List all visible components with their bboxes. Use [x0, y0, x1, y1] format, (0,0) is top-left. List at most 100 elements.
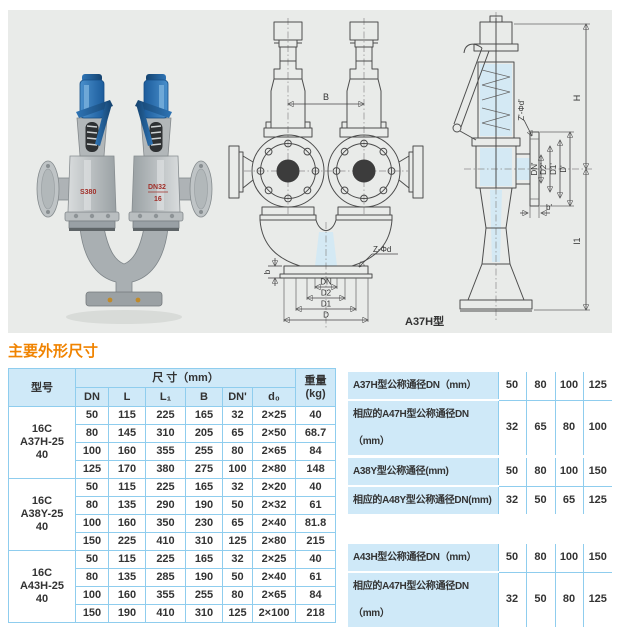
dim-cell: 2×100: [251, 604, 297, 623]
dim-cell: 170: [108, 460, 146, 479]
dn-row-label: 相应的A48Y型公称通径DN(mm): [348, 486, 498, 514]
dn-value: 32: [497, 486, 526, 514]
dim-cell: 125: [222, 604, 253, 623]
dim-cell: 100: [75, 586, 109, 605]
weight-cell: 84: [295, 442, 337, 461]
dn-value: 100: [554, 372, 583, 401]
table-subheader-row: DN L L₁ B DN' d₀: [9, 387, 336, 407]
dim-cell: 255: [185, 586, 223, 605]
table-row: 150 190 410 310 125 2×100 218: [9, 604, 337, 623]
table-row: 相应的A47H型公称通径DN（mm） 32 50 80 125: [348, 572, 612, 627]
dim-cell: 255: [185, 442, 223, 461]
dn-value: 80: [554, 572, 583, 627]
dim-cell: 50: [75, 478, 109, 497]
weight-cell: 61: [295, 568, 337, 587]
dn-value: 150: [582, 458, 612, 487]
dim-cell: 165: [185, 550, 223, 569]
weight-cell: 84: [295, 586, 337, 605]
dn-row-label: A37H型公称通径DN（mm）: [348, 372, 498, 401]
valve-marking-left: S380: [80, 189, 96, 196]
table-row: 相应的A48Y型公称通径DN(mm) 32 50 65 125: [348, 486, 612, 514]
dim-cell: 65: [222, 514, 253, 533]
dn-value: 80: [525, 372, 555, 401]
dim-cell: 225: [145, 406, 186, 425]
dim-cell: 190: [185, 496, 223, 515]
valve-photo: S380 DN32 16: [36, 73, 213, 324]
col-header-weight-line1: 重量: [304, 374, 327, 387]
dn-row-label: 相应的A47H型公称通径DN（mm）: [348, 400, 498, 455]
y-body: [79, 227, 169, 295]
dim-cell: 32: [222, 406, 253, 425]
valve-marking-right-dn: DN32: [148, 184, 166, 191]
dn-table-a38y-a48y: A38Y型公称通径(mm) 50 80 100 150 相应的A48Y型公称通径…: [348, 458, 612, 514]
dim-cell: 80: [222, 442, 253, 461]
dim-cell: 285: [145, 568, 186, 587]
dn-table-a43h-a47h: A43H型公称通径DN（mm） 50 80 100 150 相应的A47H型公称…: [348, 544, 612, 627]
dim-cell: 32: [222, 478, 253, 497]
dn-row-label: A38Y型公称通径(mm): [348, 458, 498, 487]
dim-cell: 2×25: [251, 406, 297, 425]
dim-cell: 410: [145, 604, 186, 623]
dim-label-Z-phi-d: Z-Φd: [373, 245, 391, 254]
dn-value: 100: [582, 400, 612, 455]
dn-value: 80: [525, 458, 555, 487]
dim-cell: 80: [75, 424, 109, 443]
dim-cell: 100: [222, 460, 253, 479]
dim-cell: 165: [185, 478, 223, 497]
table-row: A38Y型公称通径(mm) 50 80 100 150: [348, 458, 612, 487]
valve-marking-right-pn: 16: [154, 196, 162, 203]
dim-cell: 2×65: [251, 586, 297, 605]
dim-cell: 205: [185, 424, 223, 443]
dim-label-D1-prime: D1': [549, 163, 558, 175]
dim-cell: 2×65: [251, 442, 297, 461]
dim-label-b: b: [263, 269, 272, 274]
col-header-l: L: [108, 387, 146, 407]
dim-cell: 115: [108, 550, 146, 569]
col-header-weight-line2: (kg): [305, 387, 326, 400]
dim-label-H: H: [572, 95, 582, 102]
dim-cell: 115: [108, 478, 146, 497]
col-header-dn: DN: [75, 387, 109, 407]
dn-value: 65: [525, 400, 555, 455]
left-valve: [64, 73, 120, 232]
table-row: 100 160 350 230 65 2×40 81.8: [9, 514, 337, 533]
table-row: 80 135 285 190 50 2×40 61: [9, 568, 337, 587]
dim-cell: 135: [108, 496, 146, 515]
weight-cell: 81.8: [295, 514, 337, 533]
base-flange: [85, 291, 163, 307]
weight-cell: 40: [295, 550, 337, 569]
col-header-weight: 重量 (kg): [295, 368, 337, 407]
dim-cell: 80: [222, 586, 253, 605]
col-header-d0: d₀: [251, 387, 297, 407]
dim-cell: 135: [108, 568, 146, 587]
dn-value: 32: [497, 572, 526, 627]
front-view-drawing: B Z-Φd b DN D2 D1 D: [228, 18, 424, 328]
right-valve: [128, 73, 184, 232]
col-header-model: 型号: [8, 368, 76, 407]
dn-value: 100: [554, 458, 583, 487]
dim-label-l1: l1: [572, 237, 582, 244]
figure-caption: A37H型: [405, 316, 445, 328]
dim-label-D: D: [323, 311, 329, 320]
col-header-size: 尺 寸（mm）: [74, 368, 297, 388]
dim-cell: 80: [75, 568, 109, 587]
weight-cell: 215: [295, 532, 337, 551]
dim-cell: 2×25: [251, 550, 297, 569]
dn-value: 65: [554, 486, 583, 514]
weight-cell: 148: [295, 460, 337, 479]
dim-cell: 50: [75, 550, 109, 569]
weight-cell: 40: [295, 406, 337, 425]
dim-cell: 230: [185, 514, 223, 533]
dim-label-D1: D1: [321, 300, 332, 309]
dim-label-DN-prime: DN': [530, 162, 539, 176]
dn-value: 80: [525, 544, 555, 573]
dim-cell: 190: [185, 568, 223, 587]
dim-cell: 160: [108, 442, 146, 461]
dn-row-label: A43H型公称通径DN（mm）: [348, 544, 498, 573]
col-header-l1: L₁: [145, 387, 186, 407]
dn-value: 50: [525, 486, 555, 514]
